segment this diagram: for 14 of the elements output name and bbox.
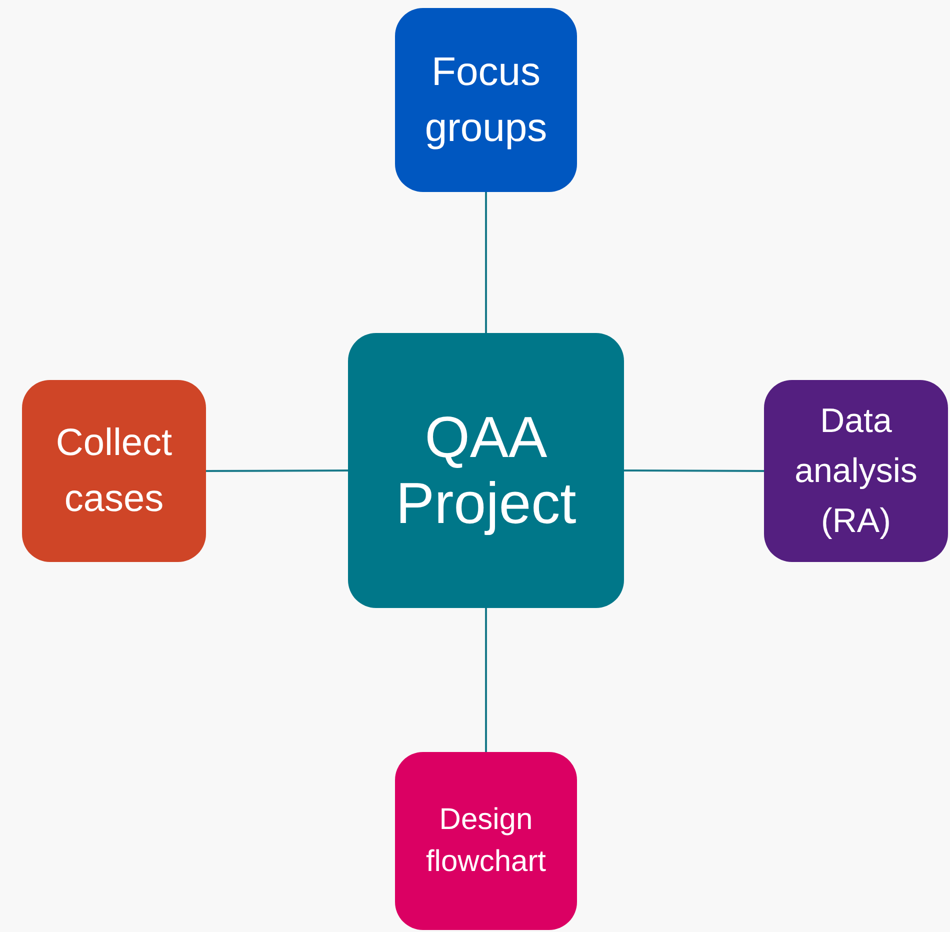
- topic-box: [22, 380, 206, 562]
- center-box: [348, 333, 624, 608]
- topic-box: [395, 752, 577, 930]
- connector-line: [485, 608, 487, 752]
- box-label: Focus groups: [424, 49, 548, 152]
- connector-line: [206, 470, 348, 472]
- box-label: QAA Project: [394, 404, 578, 536]
- box-label: Design flowchart: [424, 802, 548, 880]
- box-label: Data analysis (RA): [794, 401, 918, 542]
- topic-box: [764, 380, 948, 562]
- connector-line: [624, 470, 764, 472]
- connector-line: [485, 192, 487, 333]
- box-label: Collect cases: [54, 421, 174, 522]
- topic-box: [395, 8, 577, 192]
